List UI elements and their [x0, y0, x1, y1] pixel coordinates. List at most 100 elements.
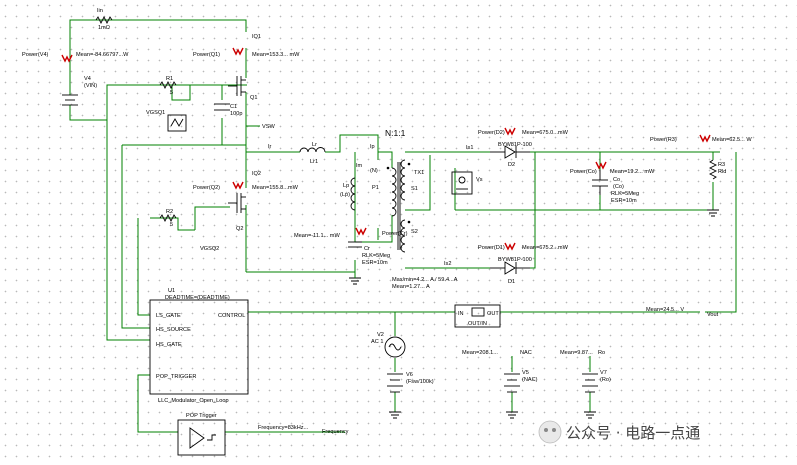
label-pop-trigger-block: POP Trigger — [186, 413, 217, 419]
label-ip: Ip — [370, 144, 375, 150]
v6-source — [387, 373, 403, 393]
q2-mosfet — [228, 193, 246, 213]
label-hs-source: HS_SOURCE — [156, 327, 191, 333]
label-lr-val: Lr1 — [310, 159, 318, 165]
label-r3: R3 — [718, 162, 725, 168]
label-lr: Lr — [312, 142, 317, 148]
lr-inductor — [299, 147, 326, 153]
label-mean-d2: Mean=675.0...mW — [522, 130, 569, 136]
d1-diode — [490, 261, 530, 275]
label-mean-vout: Mean=24.5... V — [646, 307, 684, 313]
label-power-d2: Power(D2) — [478, 130, 505, 136]
label-r2-val: 5 — [170, 222, 173, 228]
v4-source — [62, 94, 78, 106]
r1-resistor — [159, 80, 177, 90]
label-vsw: VSW — [262, 124, 275, 130]
label-power-cr: Power(Cr) — [382, 231, 408, 237]
label-v7-val: (Ro) — [600, 377, 611, 383]
label-v5-val: (NAC) — [522, 377, 538, 383]
label-mean-d1: Mean=675.2...mW — [522, 245, 569, 251]
polarity-dots — [386, 162, 411, 224]
label-power-q1: Power(Q1) — [193, 52, 220, 58]
co-capacitor — [592, 170, 608, 195]
label-vout: Vout — [707, 312, 719, 318]
power-probe-icons — [61, 47, 711, 251]
label-out-in: OUT/IN — [468, 321, 487, 327]
label-mean-v7: Mean=9.87... — [560, 350, 593, 356]
label-iq2: IQ2 — [252, 171, 261, 177]
label-frequency-readout: Frequency=83kHz... — [258, 425, 309, 431]
label-frequency: Frequency — [322, 429, 349, 435]
label-p1: P1 — [372, 185, 379, 191]
label-lp: Lp — [343, 183, 349, 189]
label-cr: Cr — [364, 246, 370, 252]
label-v7: V7 — [600, 370, 607, 376]
label-ls-gate: LS_GATE — [156, 313, 181, 319]
cr-capacitor — [348, 241, 362, 248]
label-v7-node: Ro — [598, 350, 605, 356]
label-power-q2: Power(Q2) — [193, 185, 220, 191]
out-in-block — [454, 304, 501, 328]
transformer-tx1 — [391, 159, 406, 253]
label-iq1: IQ1 — [252, 34, 261, 40]
label-d2-part: BYW81P-100 — [498, 142, 532, 148]
label-d1-part: BYW81P-100 — [498, 257, 532, 263]
label-s2: S2 — [411, 229, 418, 235]
label-power-co: Power(Co) — [570, 169, 597, 175]
label-cr-rlk: RLK=5Meg — [362, 253, 390, 259]
label-mean-q2: Mean=155.8...mW — [252, 185, 299, 191]
label-q1: Q1 — [250, 95, 257, 101]
label-power-d1: Power(D1) — [478, 245, 505, 251]
label-ir: Ir — [268, 144, 272, 150]
watermark: 公众号 · 电路一点通 — [538, 420, 700, 444]
label-v4-val: (VIN) — [84, 83, 97, 89]
label-pop-trigger-pin: POP_TRIGGER — [156, 374, 196, 380]
label-r-sense: 1mΩ — [98, 25, 110, 31]
label-r1-val: 5 — [170, 90, 173, 96]
v7-source — [582, 373, 598, 393]
label-mean-r3: Mean=62.5... W — [712, 137, 752, 143]
label-s1: S1 — [411, 186, 418, 192]
watermark-text: 公众号 · 电路一点通 — [566, 424, 700, 442]
label-d1: D1 — [508, 279, 515, 285]
d2-diode — [490, 145, 530, 159]
r2-resistor — [159, 213, 177, 223]
q1-mosfet — [228, 76, 246, 96]
ground-symbols — [349, 209, 719, 419]
label-mean-co: Mean=19.2... mW — [610, 169, 655, 175]
label-mean-v5: Mean=208.1... — [462, 350, 498, 356]
label-q2: Q2 — [236, 226, 243, 232]
label-r3-val: Rld — [718, 169, 726, 175]
label-v5: V5 — [522, 370, 529, 376]
label-lp-val: (Lp) — [340, 192, 350, 198]
label-u1: U1 — [168, 288, 175, 294]
pop-trigger-block — [177, 419, 226, 456]
label-v2: V2 — [377, 332, 384, 338]
label-is1: Is1 — [466, 145, 473, 151]
label-d2: D2 — [508, 162, 515, 168]
label-vgsq2: VGSQ2 — [200, 246, 219, 252]
label-iin: Iin — [97, 8, 103, 14]
label-n-ratio: N:1:1 — [385, 128, 406, 138]
label-v5-node: NAC — [520, 350, 532, 356]
label-is2: Is2 — [444, 261, 451, 267]
sense-resistor — [95, 15, 113, 25]
schematic-labels: Power(V4) Mean=-84.66797...W V4 (VIN) Ii… — [22, 8, 752, 435]
label-mean-q1: Mean=153.3... mW — [252, 52, 300, 58]
lp-inductor — [350, 177, 356, 211]
label-v6-val: (Fsw/100k) — [406, 379, 434, 385]
label-mean-v4: Mean=-84.66797...W — [76, 52, 129, 58]
label-mean-cr: Mean=-11.1... mW — [294, 233, 340, 239]
label-n: (N) — [370, 168, 378, 174]
label-co-rlk: RLK=5Meg — [611, 191, 639, 197]
label-v2-type: AC 1 — [371, 339, 383, 345]
label-r1: R1 — [166, 76, 173, 82]
c1-capacitor — [214, 103, 230, 111]
label-hs-gate: HS_GATE — [156, 342, 182, 348]
wires — [69, 19, 737, 433]
v5-source — [504, 373, 520, 393]
label-co: Co — [613, 177, 620, 183]
label-vs: Vs — [476, 177, 483, 183]
label-c1-val: 100p — [230, 111, 242, 117]
